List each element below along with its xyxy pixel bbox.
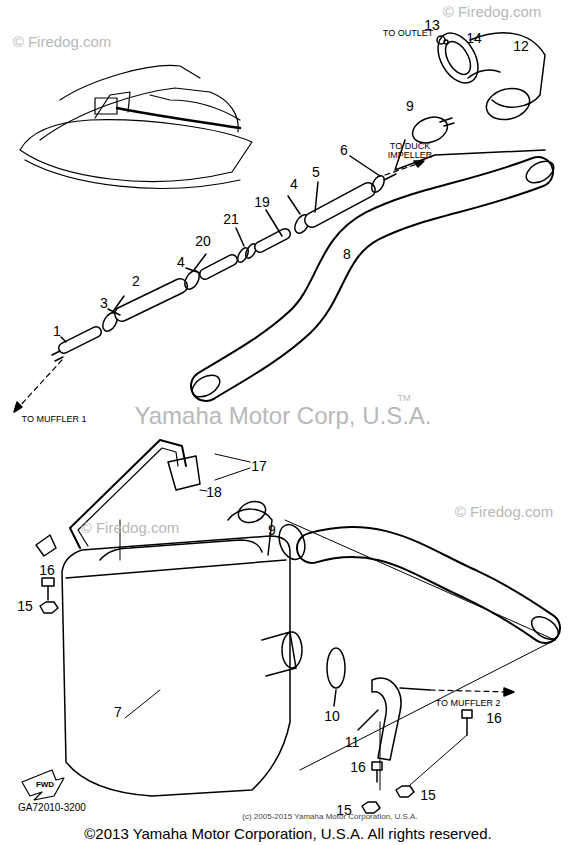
muffler-7 (36, 440, 302, 796)
flow-note: TO MUFFLER 2 (436, 699, 501, 708)
callout-number: 18 (206, 485, 222, 500)
callout-number: 15 (420, 788, 436, 803)
callout-number: 21 (223, 212, 239, 227)
direction-label: FWD (36, 781, 54, 789)
hose-chain (14, 156, 424, 412)
fwd-arrow (22, 770, 64, 800)
watermark: © Firedog.com (455, 504, 554, 520)
callout-number: 9 (406, 99, 414, 114)
callout-number: 16 (350, 760, 366, 775)
drawing-number: GA72010-3200 (18, 803, 86, 814)
flow-note: TO OUTLET (383, 29, 433, 38)
lower-hose (275, 520, 563, 770)
callout-number: 10 (324, 709, 340, 724)
callout-number: 5 (312, 165, 320, 180)
callout-number: 20 (195, 234, 211, 249)
watermark: Yamaha Motor Corp, U.S.A. (135, 403, 432, 428)
watermark: TM (398, 394, 411, 403)
callout-number: 4 (177, 255, 185, 270)
callout-number: 9 (268, 523, 276, 538)
callout-number: 2 (132, 274, 140, 289)
callout-number: 15 (17, 599, 33, 614)
callout-number: 16 (486, 711, 502, 726)
callout-number: 11 (345, 735, 360, 750)
callout-number: 1 (53, 324, 61, 339)
flow-note: TO MUFFLER 1 (22, 415, 87, 424)
watercraft-sketch (20, 65, 252, 188)
callout-number: 12 (513, 39, 529, 54)
callout-number: 14 (466, 31, 482, 46)
callout-number: 8 (343, 247, 351, 262)
flow-note: TO DUCK IMPELLER (380, 142, 440, 161)
copyright-note: (c) 2005-2015 Yamaha Motor Corporation, … (242, 813, 417, 821)
callout-number: 17 (251, 459, 267, 474)
copyright-line: ©2013 Yamaha Motor Corporation, U.S.A. A… (84, 826, 491, 842)
hose-8 (189, 157, 558, 402)
callout-number: 6 (340, 143, 348, 158)
callout-number: 16 (39, 563, 55, 578)
watermark: © Firedog.com (81, 520, 180, 536)
callout-number: 3 (100, 296, 108, 311)
callout-number: 4 (290, 177, 298, 192)
callout-number: 19 (254, 195, 270, 210)
fasteners (40, 578, 472, 813)
callout-number: 7 (114, 705, 122, 720)
watermark: © Firedog.com (13, 34, 112, 50)
watermark: © Firedog.com (443, 4, 542, 20)
